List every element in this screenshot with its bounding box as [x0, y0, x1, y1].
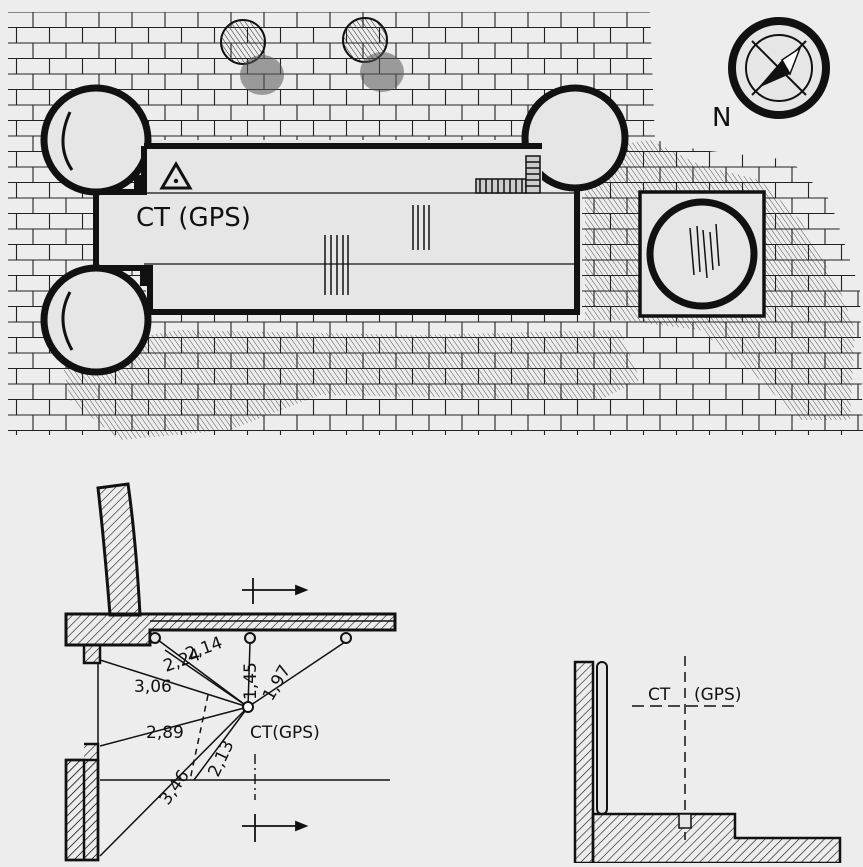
measure-label-5: 1,97 [259, 662, 295, 705]
measure-label-8: 3,46 [156, 766, 194, 808]
east-tower [638, 190, 766, 318]
compass-north-label: N [712, 103, 731, 133]
section-arrow-top [242, 578, 309, 604]
measure-label-4: 1,45 [241, 662, 261, 700]
detail-view: 2,14 2,24 3,06 1,45 1,97 2,89 2,13 3,46 … [64, 482, 397, 862]
section-view: CT (GPS) [573, 656, 842, 865]
measure-label-7: 2,13 [204, 737, 238, 780]
section-arrow-bottom [242, 814, 309, 842]
wall-notch-2 [140, 270, 150, 286]
tower-northwest [40, 84, 152, 196]
bush-left [220, 19, 284, 95]
section-ct-label: CT [648, 685, 671, 705]
compass-icon [728, 17, 830, 119]
tower-northeast [521, 84, 629, 192]
shadow-hatching-southwest [60, 330, 640, 440]
tower-southwest [40, 264, 152, 376]
wall-notch-1 [134, 175, 144, 189]
section-marker [678, 813, 692, 829]
measure-label-3: 3,06 [134, 677, 172, 697]
ct-gps-point [242, 701, 254, 713]
detail-step [82, 643, 102, 665]
stairs-east [475, 155, 541, 194]
detail-column [96, 482, 142, 617]
plan-ct-gps-label: CT (GPS) [136, 203, 251, 233]
section-gps-label: (GPS) [694, 685, 741, 705]
plan-view: CT (GPS) N [8, 12, 863, 440]
building-interior [100, 146, 577, 309]
measurement-rays [99, 639, 390, 857]
tower-arc-sw [61, 291, 74, 351]
reference-points [149, 632, 352, 644]
measure-label-6: 2,89 [146, 723, 184, 743]
section-wall [573, 660, 595, 865]
tower-arc-nw [61, 111, 74, 171]
warning-triangle-icon [159, 161, 193, 190]
bush-right [342, 17, 404, 92]
detail-ct-gps-label: CT(GPS) [250, 723, 320, 743]
section-floor [591, 812, 842, 865]
building-walls [93, 143, 580, 315]
section-pole [596, 661, 608, 815]
rubble-marks [324, 205, 430, 295]
